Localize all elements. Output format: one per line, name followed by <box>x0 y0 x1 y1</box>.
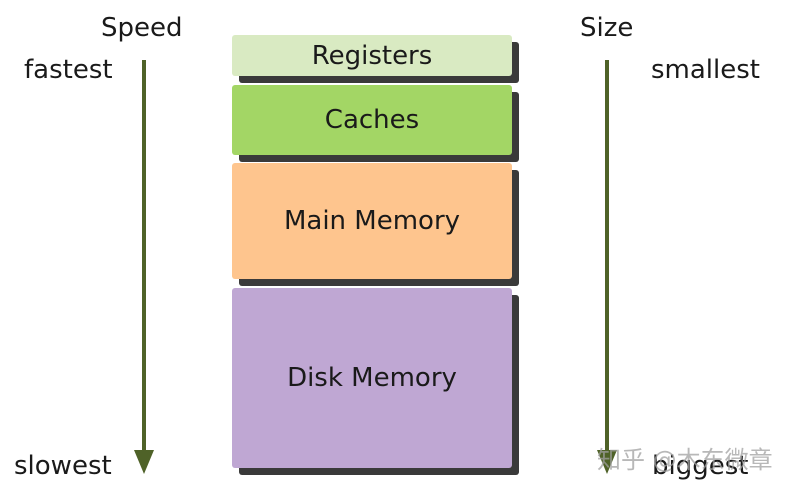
watermark: 知乎 @木东微章 <box>597 446 773 474</box>
speed-title: Speed <box>101 13 183 43</box>
main-memory-block: Main Memory <box>232 163 512 279</box>
disk-memory-level: Disk Memory <box>232 288 519 478</box>
speed-arrow <box>134 60 154 474</box>
size-arrow <box>597 60 617 474</box>
size-arrow-head <box>597 450 617 474</box>
registers-level: Registers <box>232 35 519 85</box>
disk-memory-block: Disk Memory <box>232 288 512 468</box>
size-title: Size <box>580 13 634 43</box>
speed-slowest-label: slowest <box>14 451 112 481</box>
registers-block: Registers <box>232 35 512 76</box>
main-memory-level: Main Memory <box>232 163 519 288</box>
size-smallest-label: smallest <box>651 55 760 85</box>
caches-level: Caches <box>232 85 519 163</box>
speed-arrow-head <box>134 450 154 474</box>
size-biggest-label: biggest <box>652 451 749 481</box>
speed-fastest-label: fastest <box>24 55 113 85</box>
caches-block: Caches <box>232 85 512 155</box>
